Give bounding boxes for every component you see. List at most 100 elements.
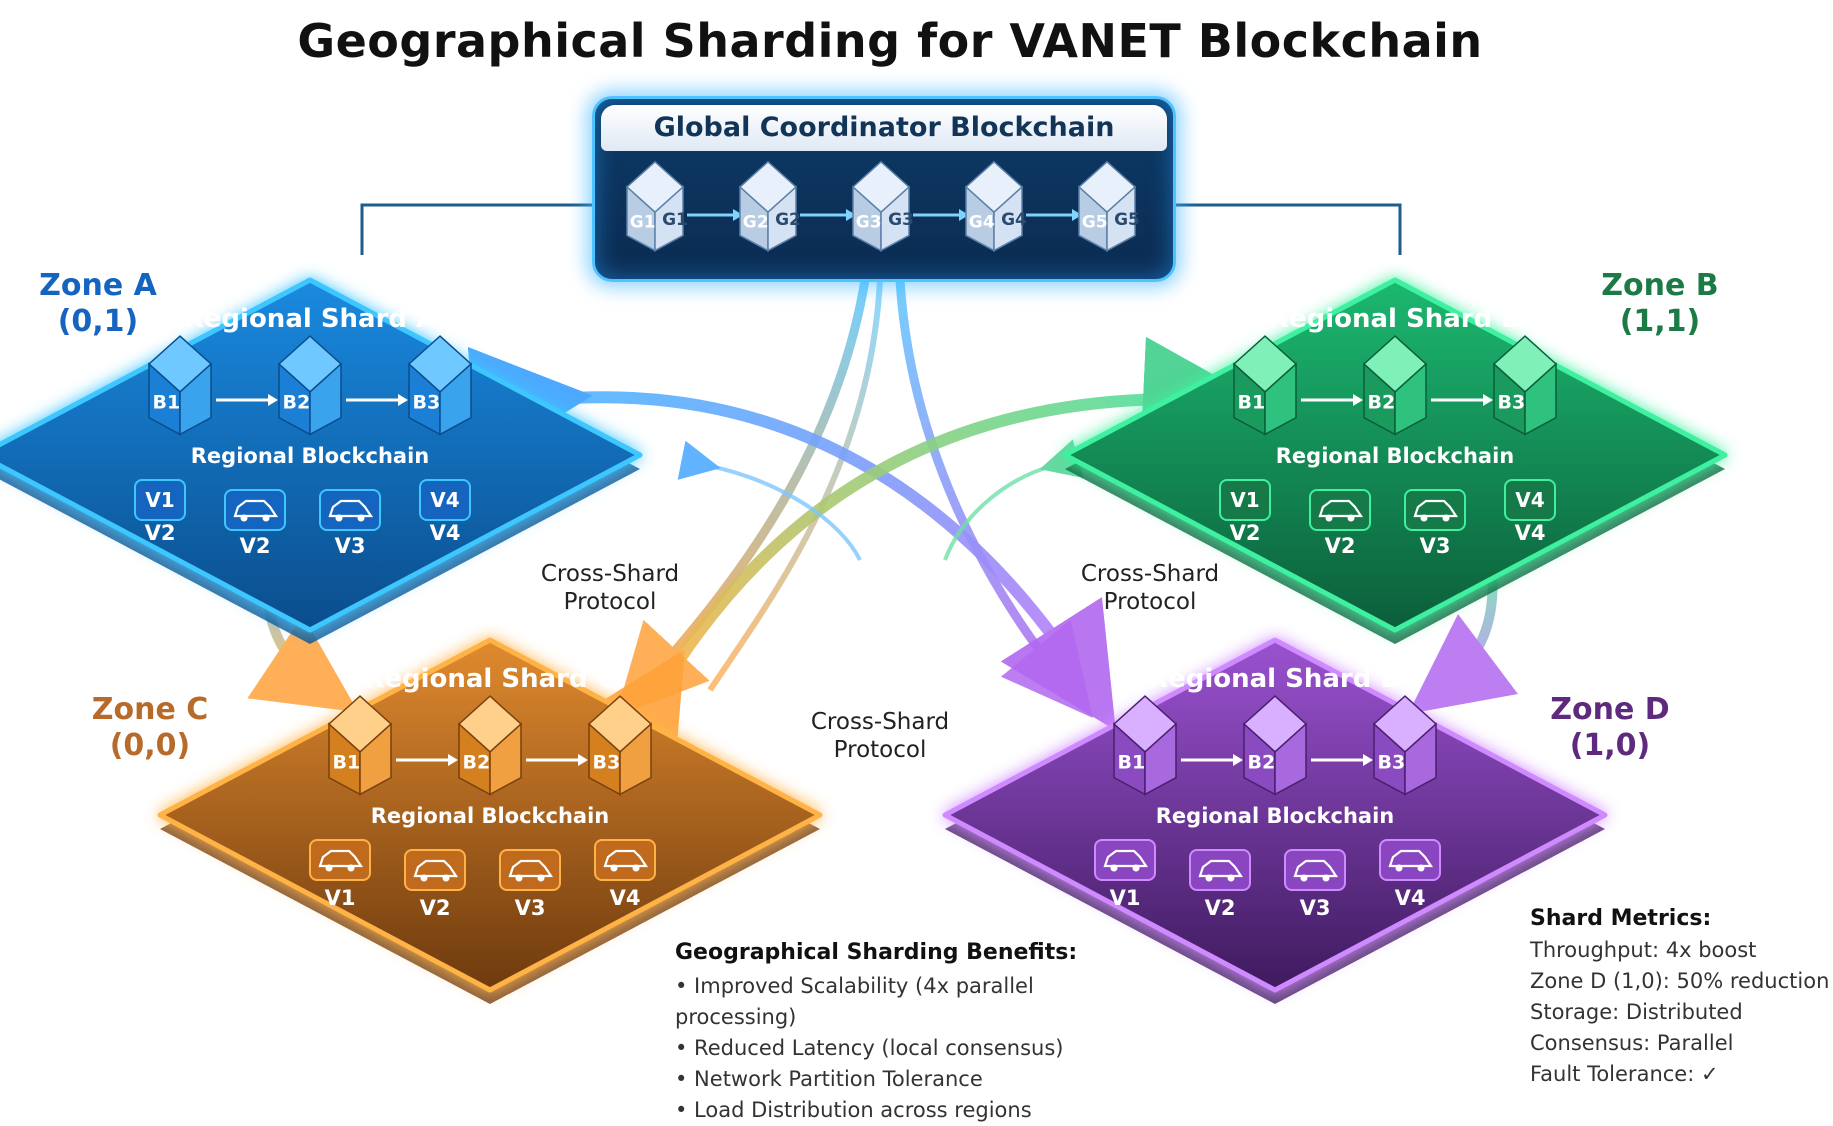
- zone-b-coords: (1,1): [1619, 304, 1701, 339]
- page-title: Geographical Sharding for VANET Blockcha…: [297, 14, 1483, 68]
- shard-d-chain-arrowhead: [1363, 754, 1373, 766]
- shard-a-vehicle-label: V3: [335, 534, 366, 558]
- shard-a-car-icon: [224, 489, 286, 531]
- cross-shard-c-b-arrow: [571, 336, 1263, 783]
- metric-item: Storage: Distributed: [1530, 1000, 1743, 1024]
- shard-c-block-b2: B2: [457, 695, 523, 796]
- shard-d-chain-arrowhead: [1233, 754, 1243, 766]
- shard-d-block-b2: B2: [1242, 695, 1308, 796]
- global-block-g2: G2: [738, 160, 798, 252]
- cross-shard-label-line2: Protocol: [1103, 589, 1197, 615]
- shard-c-vehicle-label: V4: [610, 886, 641, 910]
- global-link-a: [360, 203, 592, 255]
- shard-a-block-b2: B2: [277, 335, 343, 436]
- shard-a-block-b1: B1: [147, 335, 213, 436]
- shard-d-car-icon: [1284, 849, 1346, 891]
- shard-c-regional-blockchain-label: Regional Blockchain: [371, 804, 609, 828]
- shard-metrics-panel: Shard Metrics: Throughput: 4x boost Zone…: [1530, 906, 1830, 1090]
- shard-a-title: Regional Shard A: [184, 304, 436, 334]
- global-block-g4: G4: [964, 160, 1024, 252]
- zone-d-coords: (1,0): [1569, 728, 1651, 763]
- benefit-item: • Improved Scalability (4x parallel proc…: [675, 974, 1034, 1029]
- zone-c-name: Zone C: [91, 692, 209, 727]
- shard-c-chain-arrowhead: [578, 754, 588, 766]
- shard-b-block-b2: B2: [1362, 335, 1428, 436]
- metric-item: Fault Tolerance: ✓: [1530, 1062, 1719, 1086]
- shard-c-vehicle-label: V3: [515, 896, 546, 920]
- shard-b-vehicle-tag-2-label: V4: [1515, 488, 1544, 512]
- benefit-item: • Network Partition Tolerance: [675, 1067, 983, 1091]
- cross-shard-label-line1: Cross-Shard: [1080, 561, 1220, 587]
- cross-shard-label-center: Cross-Shard Protocol: [780, 708, 980, 764]
- shard-a-chain-arrowhead: [268, 394, 278, 406]
- cross-shard-label-line2: Protocol: [563, 589, 657, 615]
- zone-a-name: Zone A: [39, 268, 157, 303]
- shard-d-regional-blockchain-label: Regional Blockchain: [1156, 804, 1394, 828]
- zone-c-coords: (0,0): [109, 728, 191, 763]
- global-block-side-label: G2: [775, 210, 801, 230]
- shard-c-car-icon: [309, 839, 371, 881]
- global-block-g5-label: G5: [1082, 212, 1108, 232]
- shard-d-vehicle-label: V4: [1395, 886, 1426, 910]
- shard-c-title: Regional Shard C: [364, 664, 615, 694]
- global-block-g5: G5: [1077, 160, 1137, 252]
- global-block-g4-label: G4: [969, 212, 995, 232]
- shard-c-car-icon: [594, 839, 656, 881]
- shard-c-car-icon: [404, 849, 466, 891]
- shard-d-block-b1-label: B1: [1118, 752, 1146, 774]
- shard-a-vehicle-label: V4: [430, 521, 461, 545]
- global-chain-arrowhead: [846, 209, 856, 221]
- global-block-g1-label: G1: [630, 212, 656, 232]
- global-chain-arrowhead: [733, 209, 743, 221]
- shard-a-block-b3-label: B3: [413, 392, 441, 414]
- metric-item: Zone D (1,0): 50% reduction: [1530, 969, 1830, 993]
- cross-shard-label-line1: Cross-Shard: [810, 709, 950, 735]
- shard-b-block-b3: B3: [1492, 335, 1558, 436]
- shard-c-platform: [157, 637, 823, 993]
- shard-a-vehicle-label: V2: [145, 521, 176, 545]
- global-block-side-label: G3: [888, 210, 914, 230]
- shard-a-regional-blockchain-label: Regional Blockchain: [191, 444, 429, 468]
- shard-d-car-icon: [1379, 839, 1441, 881]
- shard-a-block-b3: B3: [407, 335, 473, 436]
- shard-a-chain-arrowhead: [398, 394, 408, 406]
- global-block-side-label: G1: [662, 210, 688, 230]
- shard-d-title: Regional Shard D: [1148, 664, 1402, 694]
- shard-b-vehicle-label: V4: [1515, 521, 1546, 545]
- metric-item: Throughput: 4x boost: [1530, 938, 1757, 962]
- shard-c-block-b2-label: B2: [463, 752, 491, 774]
- cross-shard-label-right: Cross-Shard Protocol: [1050, 560, 1250, 616]
- cross-shard-label-left: Cross-Shard Protocol: [510, 560, 710, 616]
- shard-a-block-b2-label: B2: [283, 392, 311, 414]
- shard-b-car-icon: [1309, 489, 1371, 531]
- shard-d-block-b1: B1: [1112, 695, 1178, 796]
- shard-c-vehicle-label: V1: [325, 886, 356, 910]
- shard-a-car-icon: [319, 489, 381, 531]
- shard-a-vehicle-tag-2: V4: [419, 479, 471, 521]
- benefit-item: • Load Distribution across regions: [675, 1098, 1032, 1122]
- shard-b-vehicle-label: V2: [1325, 534, 1356, 558]
- zone-c-label: Zone C (0,0): [80, 692, 220, 764]
- shard-b-block-b2-label: B2: [1368, 392, 1396, 414]
- shard-b-vehicle-label: V3: [1420, 534, 1451, 558]
- shard-c-block-b3-label: B3: [593, 752, 621, 774]
- shard-b-platform: [1062, 277, 1728, 633]
- shard-metrics-title: Shard Metrics:: [1530, 906, 1712, 931]
- cross-shard-a-small-arrow: [677, 440, 862, 561]
- shard-a-vehicle-label: V2: [240, 534, 271, 558]
- shard-c-block-b3: B3: [587, 695, 653, 796]
- benefits-title: Geographical Sharding Benefits:: [675, 940, 1078, 965]
- shard-b-block-b1: B1: [1232, 335, 1298, 436]
- shard-b-vehicle-label: V2: [1230, 521, 1261, 545]
- benefit-item: • Reduced Latency (local consensus): [675, 1036, 1064, 1060]
- global-block-side-label: G4: [1001, 210, 1027, 230]
- shard-b-car-icon: [1404, 489, 1466, 531]
- global-chain-arrowhead: [1072, 209, 1082, 221]
